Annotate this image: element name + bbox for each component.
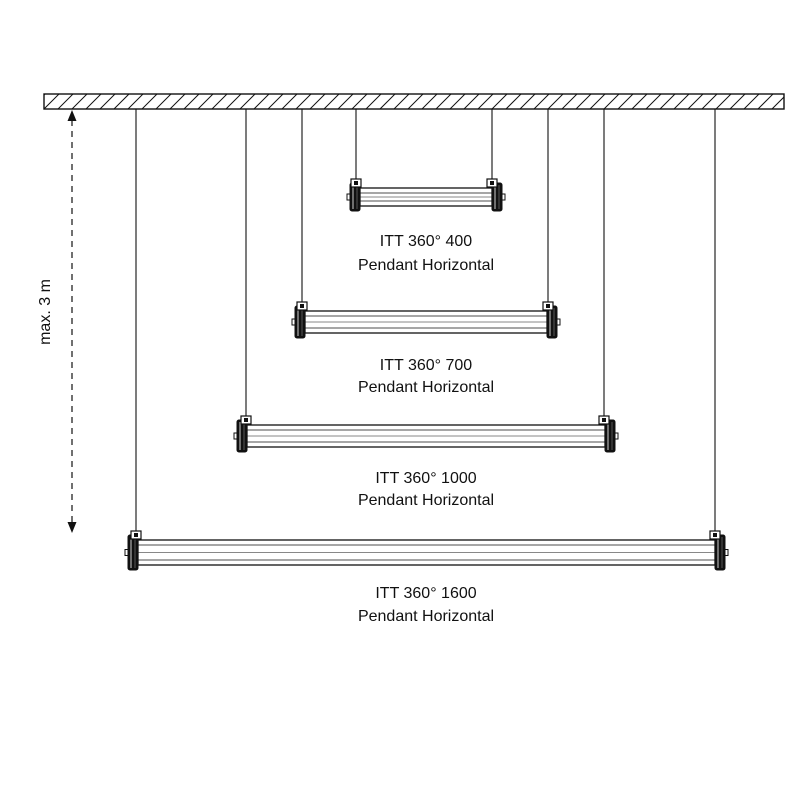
ceiling [43,93,785,110]
height-dimension-label: max. 3 m [37,279,54,345]
fixture-type-label: Pendant Horizontal [358,608,494,625]
fixture-model-label: ITT 360° 700 [380,357,472,374]
fixture-model-label: ITT 360° 1000 [375,470,476,487]
luminaire-body [291,301,561,339]
fixture-type-label: Pendant Horizontal [358,379,494,396]
fixture-model-label: ITT 360° 1600 [375,585,476,602]
fixture-type-label: Pendant Horizontal [358,492,494,509]
luminaire-body [346,178,506,212]
luminaire-body [124,530,729,571]
fixture-model-label: ITT 360° 400 [380,233,472,250]
fixture-type-label: Pendant Horizontal [358,257,494,274]
height-dimension: max. 3 m [37,110,77,533]
luminaire-body [233,415,619,453]
